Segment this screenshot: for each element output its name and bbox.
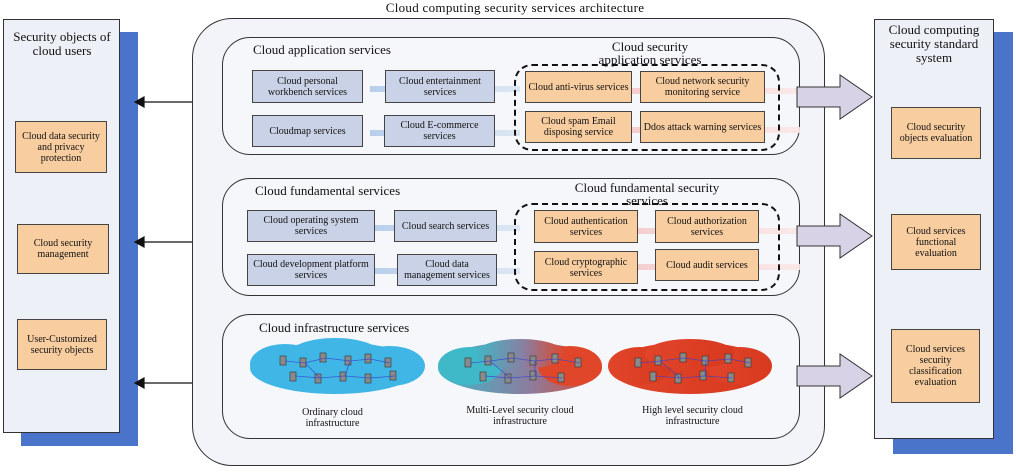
network-links bbox=[284, 357, 751, 379]
right-item-objects-evaluation: Cloud security objects evaluation bbox=[891, 107, 981, 159]
security-cryptographic: Cloud cryptographic services bbox=[534, 251, 638, 284]
service-operating-system: Cloud operating system services bbox=[247, 210, 375, 242]
left-item-data-security: Cloud data security and privacy protecti… bbox=[15, 121, 107, 173]
service-entertainment: Cloud entertainment services bbox=[385, 70, 495, 103]
group-application-title: Cloud application services bbox=[253, 42, 391, 57]
caption-high-level-cloud: High level security cloud infrastructure bbox=[642, 405, 743, 427]
security-authentication: Cloud authentication services bbox=[534, 210, 638, 243]
arrow-head-fundamental bbox=[133, 235, 145, 249]
arrow-fundamental-to-standard bbox=[796, 213, 873, 259]
arrow-head-application bbox=[133, 95, 145, 109]
app-security-boundary bbox=[514, 64, 780, 151]
arrow-infrastructure-to-standard bbox=[796, 353, 873, 399]
service-data-management: Cloud data management services bbox=[397, 254, 497, 286]
left-item-customized-objects: User-Customized security objects bbox=[17, 319, 107, 370]
left-item-security-management: Cloud security management bbox=[17, 224, 109, 274]
group-fundamental-title: Cloud fundamental services bbox=[255, 183, 401, 198]
security-anti-virus: Cloud anti-virus services bbox=[525, 71, 632, 103]
group-app-security-title: Cloud security application services bbox=[598, 39, 702, 67]
service-personal-workbench: Cloud personal workbench services bbox=[252, 70, 363, 103]
right-item-functional-evaluation: Cloud services functional evaluation bbox=[891, 214, 981, 270]
security-spam-email: Cloud spam Email disposing service bbox=[525, 111, 632, 143]
caption-ordinary-cloud: Ordinary cloud infrastructure bbox=[302, 407, 363, 429]
evaluation-arrows-right bbox=[796, 74, 873, 399]
right-panel-title: Cloud computing security standard system bbox=[888, 22, 980, 65]
security-authorization: Cloud authorization services bbox=[655, 210, 759, 243]
service-ecommerce: Cloud E-commerce services bbox=[384, 115, 495, 147]
security-audit: Cloud audit services bbox=[655, 249, 759, 281]
diagram-title: Cloud computing security services archit… bbox=[385, 0, 645, 15]
connector-arrows-left bbox=[133, 95, 192, 390]
arrow-application-to-standard bbox=[796, 74, 873, 120]
service-search: Cloud search services bbox=[394, 210, 497, 242]
service-cloudmap: Cloudmap services bbox=[252, 115, 363, 147]
arrow-head-infrastructure bbox=[133, 376, 145, 390]
security-network-monitoring: Cloud network security monitoring servic… bbox=[640, 71, 765, 103]
infrastructure-clouds bbox=[250, 338, 772, 394]
service-development-platform: Cloud development platform services bbox=[247, 254, 375, 286]
cloud-ordinary bbox=[250, 338, 425, 394]
fund-security-boundary bbox=[514, 203, 780, 291]
group-infrastructure-title: Cloud infrastructure services bbox=[259, 320, 410, 335]
caption-multi-level-cloud: Multi-Level security cloud infrastructur… bbox=[466, 405, 574, 427]
right-item-classification-evaluation: Cloud services security classification e… bbox=[891, 329, 980, 403]
security-ddos-warning: Ddos attack warning services bbox=[640, 111, 765, 143]
left-panel-title: Security objects of cloud users bbox=[13, 29, 111, 58]
